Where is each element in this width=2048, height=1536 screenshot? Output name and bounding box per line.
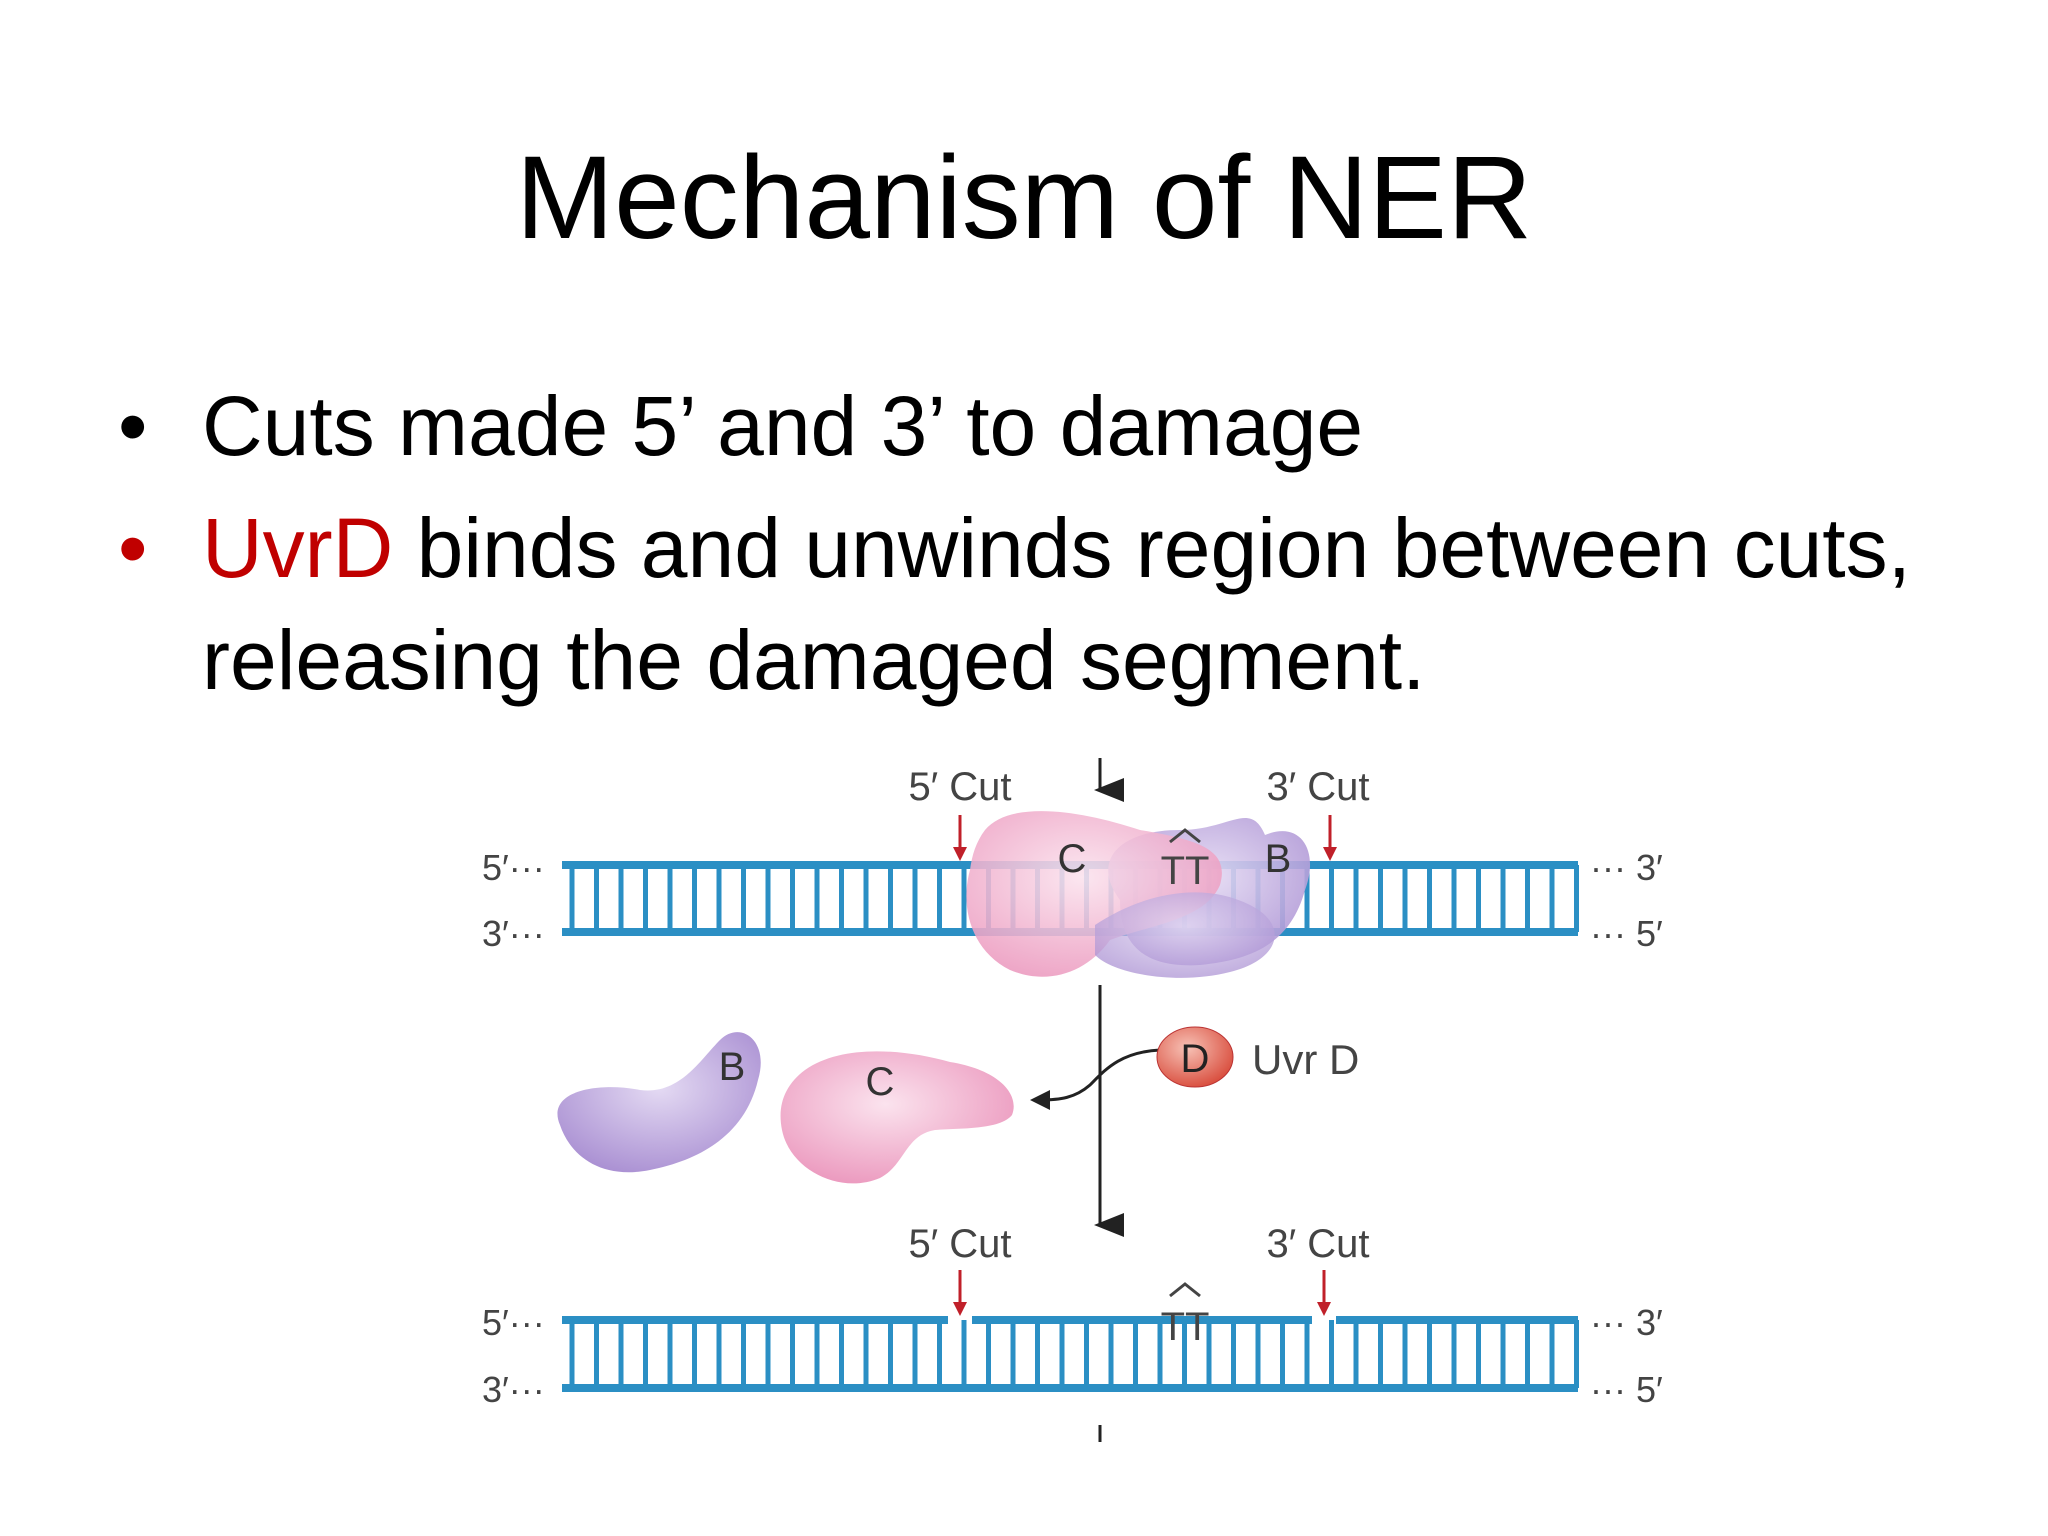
top-dimer-hat: [1169, 828, 1201, 844]
bullet-dot: •: [118, 379, 148, 473]
uvrc-protein-bound: [966, 811, 1222, 977]
uvrd-protein-letter: D: [1181, 1037, 1210, 1081]
top-end-3-right: ··· 3′: [1590, 847, 1663, 888]
cut-arrowhead: [953, 847, 967, 861]
uvrb-protein-bound-front: [1095, 892, 1275, 978]
top-c-label: C: [1058, 837, 1087, 881]
release-arrowhead: [1030, 1090, 1050, 1110]
bottom-end-3-right: ··· 3′: [1590, 1302, 1663, 1343]
bullet-text: Cuts made 5’ and 3’ to damage: [202, 379, 1364, 473]
uvrd-label: Uvr D: [1252, 1036, 1359, 1083]
dna-duplex-bottom: [562, 1270, 1579, 1392]
release-arrow: [1039, 1048, 1161, 1102]
released-b-label: B: [719, 1045, 746, 1089]
bullet-dot: •: [118, 501, 148, 595]
bullet-highlight: UvrD: [202, 501, 394, 595]
bottom-cut3-label: 3′ Cut: [1266, 1222, 1369, 1266]
bottom-dimer-label: TT: [1161, 1305, 1210, 1349]
top-cut5-label: 5′ Cut: [908, 765, 1011, 809]
uvrb-protein-released: [557, 1032, 761, 1173]
top-cut3-label: 3′ Cut: [1266, 765, 1369, 809]
top-end-5-left: 5′···: [482, 847, 545, 888]
cut-arrowhead: [953, 1302, 967, 1316]
bullet-text: binds and unwinds region between cuts, r…: [202, 501, 1911, 707]
bottom-dimer-hat: [1169, 1282, 1201, 1298]
released-c-label: C: [866, 1060, 895, 1104]
bullet-list: • Cuts made 5’ and 3’ to damage • UvrD b…: [118, 370, 2018, 726]
bottom-end-3-left: 3′···: [482, 1369, 545, 1410]
bullet-item: • UvrD binds and unwinds region between …: [118, 492, 2018, 716]
cut-arrowhead: [1323, 847, 1337, 861]
cut-arrowhead: [1317, 1302, 1331, 1316]
top-dimer-label: TT: [1161, 849, 1210, 893]
top-end-5-right: ··· 5′: [1590, 913, 1663, 954]
bottom-end-5-left: 5′···: [482, 1302, 545, 1343]
slide-title: Mechanism of NER: [515, 132, 1533, 264]
top-b-label: B: [1265, 837, 1292, 881]
uvrd-protein: [1156, 1026, 1234, 1088]
top-end-3-left: 3′···: [482, 913, 545, 954]
bottom-end-5-right: ··· 5′: [1590, 1369, 1663, 1410]
bullet-item: • Cuts made 5’ and 3’ to damage: [118, 370, 2018, 482]
uvrc-protein-released: [780, 1051, 1014, 1184]
bottom-cut5-label: 5′ Cut: [908, 1222, 1011, 1266]
